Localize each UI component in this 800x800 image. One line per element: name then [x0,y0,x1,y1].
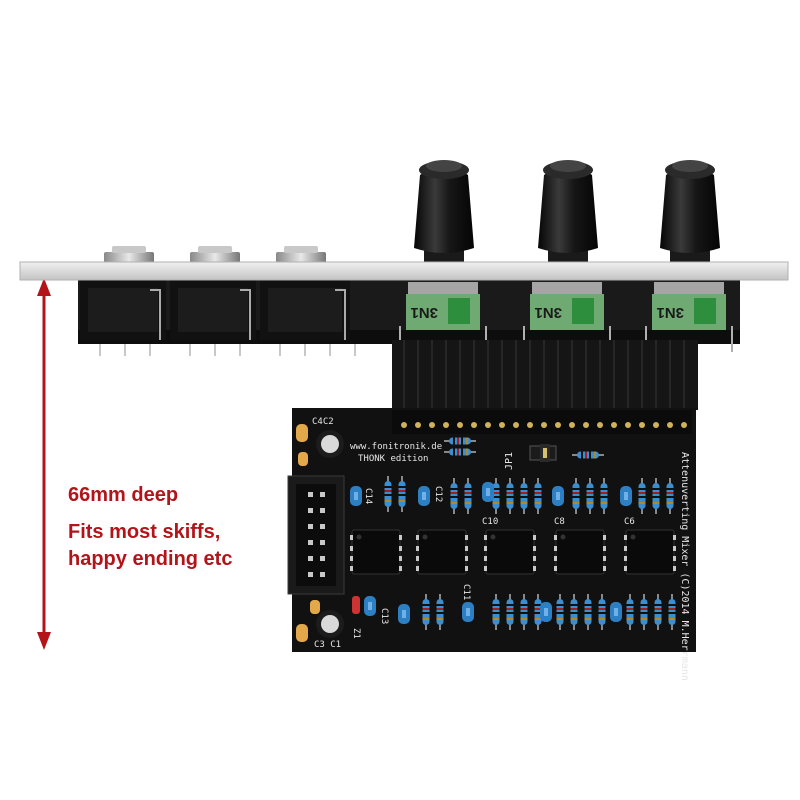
silk-title: Attenuverting Mixer (C)2014 M.Herrmann [679,452,690,681]
power-header [287,475,345,595]
potentiometer-3: 3N1 [645,282,733,352]
electrolytic-capacitors [296,424,344,642]
jumper-jp1 [529,444,557,462]
jack-nuts [104,246,326,264]
pot-label-3: 3N1 [656,304,684,321]
silk-c4c2: C4C2 [312,417,334,427]
depth-arrow [37,278,51,650]
header-connector [392,340,698,410]
daughter-pcb: www.fonitronik.de THONK edition Attenuve… [287,408,696,681]
pot-label-1: 3N1 [410,304,438,321]
silk-c13: C13 [379,608,389,624]
potentiometer-2: 3N1 [523,282,611,352]
front-panel [19,261,789,281]
diode [352,596,360,614]
jack-socket-1 [80,280,166,340]
jack-sockets [80,280,350,340]
silk-c6: C6 [624,517,635,527]
potentiometer-1: 3N1 [399,282,487,352]
fits-caption-line-1: Fits most skiffs, [68,521,221,543]
silk-c12: C12 [433,486,443,502]
jack-socket-3 [260,280,350,340]
silk-edition: THONK edition [358,454,428,464]
depth-caption: 66mm deep [68,484,179,506]
silk-c3c1: C3 C1 [314,640,341,650]
silk-z1: Z1 [351,628,361,639]
silk-c8: C8 [554,517,565,527]
knob-1[interactable] [414,160,474,266]
jack-socket-2 [170,280,256,340]
silk-c10: C10 [482,517,498,527]
silk-c14: C14 [363,488,373,504]
knob-2[interactable] [538,160,598,266]
silk-url: www.fonitronik.de [350,442,442,452]
fits-caption-line-2: happy ending etc [68,548,233,570]
pot-label-2: 3N1 [534,304,562,321]
silk-jp1: JP1 [504,452,515,470]
silk-c11: C11 [461,584,471,600]
knob-3[interactable] [660,160,720,266]
ic-chips [349,529,677,575]
